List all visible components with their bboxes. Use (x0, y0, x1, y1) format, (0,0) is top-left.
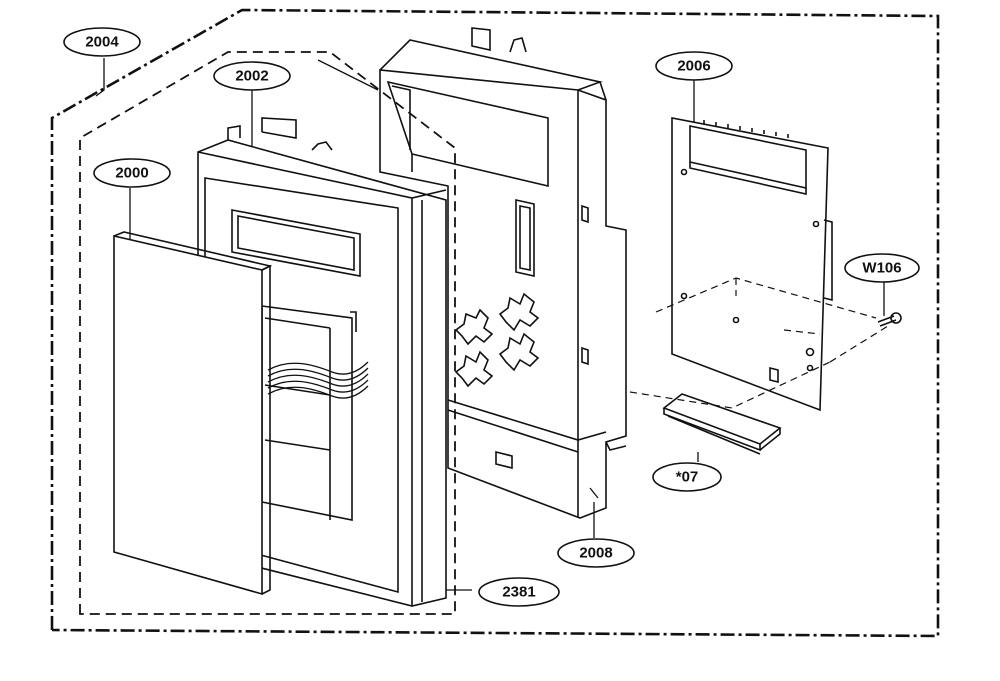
callout-2004: 2004 (85, 34, 119, 51)
screw-W106 (877, 312, 902, 327)
callout-oval-W106 (844, 253, 920, 283)
callout-2006: 2006 (677, 58, 710, 75)
flat-cable (267, 361, 369, 399)
callout-2381: 2381 (502, 584, 535, 601)
callout-2000: 2000 (115, 165, 148, 182)
callout-oval-2008 (557, 538, 635, 568)
callout-oval-2006 (655, 51, 733, 81)
pcb-2006 (671, 117, 833, 412)
projection-lines (629, 277, 889, 409)
callout-2008: 2008 (579, 545, 612, 562)
callout-oval-2381 (478, 577, 560, 607)
callout-oval-2002 (213, 61, 291, 91)
callout-07: *07 (676, 469, 699, 486)
front-panel-2000 (113, 231, 273, 596)
callout-oval-2004 (63, 27, 141, 57)
callout-oval-2000 (93, 158, 171, 188)
callout-2002: 2002 (235, 68, 268, 85)
callout-oval-07 (652, 462, 722, 492)
assembly-boundary-2004 (50, 8, 940, 638)
case-2008 (379, 27, 627, 519)
callout-W106: W106 (862, 260, 901, 277)
tray-07 (662, 393, 782, 455)
leader-lines (95, 58, 885, 591)
